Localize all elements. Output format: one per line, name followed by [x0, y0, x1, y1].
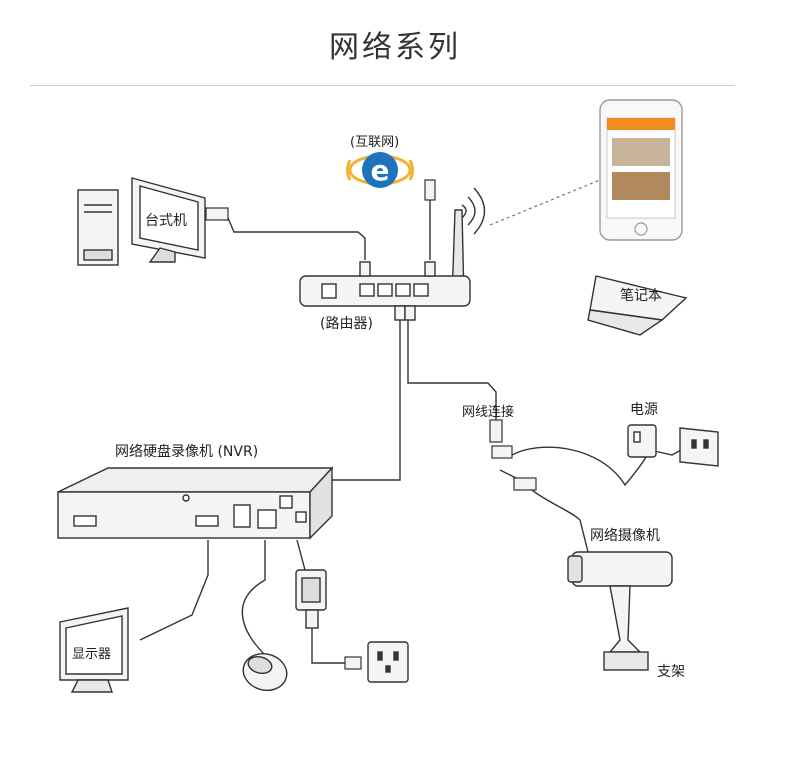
router-label: (路由器): [320, 316, 373, 332]
cables: [139, 200, 691, 664]
title-divider: [30, 85, 735, 86]
nvr-label: 网络硬盘录像机 (NVR): [115, 443, 258, 460]
smartphone-icon: [599, 99, 683, 241]
bracket-label: 支架: [657, 664, 685, 680]
camera-power-joint: [513, 477, 537, 491]
camera-network-plug: [489, 419, 503, 443]
adapter-socket-cable: [311, 625, 345, 664]
desktop-label: 台式机: [145, 213, 187, 229]
computer-mouse-icon: [242, 653, 288, 691]
svg-text:e: e: [371, 154, 390, 187]
nvr-monitor-icon: [59, 607, 129, 693]
camera-cable-joint: [491, 445, 513, 459]
internet-explorer-icon: e: [346, 152, 414, 188]
nvr-wall-socket-icon: [367, 641, 409, 683]
desktop-router-cable: [227, 217, 366, 260]
desktop-tower-icon: [77, 189, 119, 266]
ip-camera-label: 网络摄像机: [590, 528, 660, 544]
internet-label: (互联网): [350, 135, 399, 150]
nvr-mouse-cable: [241, 540, 266, 656]
nvr-monitor-cable: [139, 540, 209, 641]
nvr-recorder-icon: [57, 466, 334, 540]
network-connection-label: 网线连接: [462, 404, 514, 420]
page-title: 网络系列: [329, 30, 461, 65]
monitor-icon: [131, 177, 206, 263]
monitor-label: 显示器: [72, 647, 111, 662]
nvr-adapter-cable: [296, 539, 306, 571]
router-camera-cable: [407, 320, 497, 420]
phone-link-dashed: [489, 179, 601, 226]
laptop-label: 笔记本: [620, 288, 662, 304]
router-icon: [299, 209, 471, 321]
bullet-camera-icon: [567, 551, 673, 671]
internet-plug: [424, 179, 436, 201]
power-label: 电源: [630, 402, 658, 418]
nvr-power-adapter-icon: [295, 569, 327, 629]
laptop-icon: [587, 275, 688, 336]
desktop-plug: [205, 207, 229, 221]
wifi-signal-icon: [461, 187, 486, 235]
nvr-socket-plug: [344, 656, 362, 670]
power-adapter-icon: [627, 424, 657, 458]
wall-socket-icon: [679, 427, 719, 467]
